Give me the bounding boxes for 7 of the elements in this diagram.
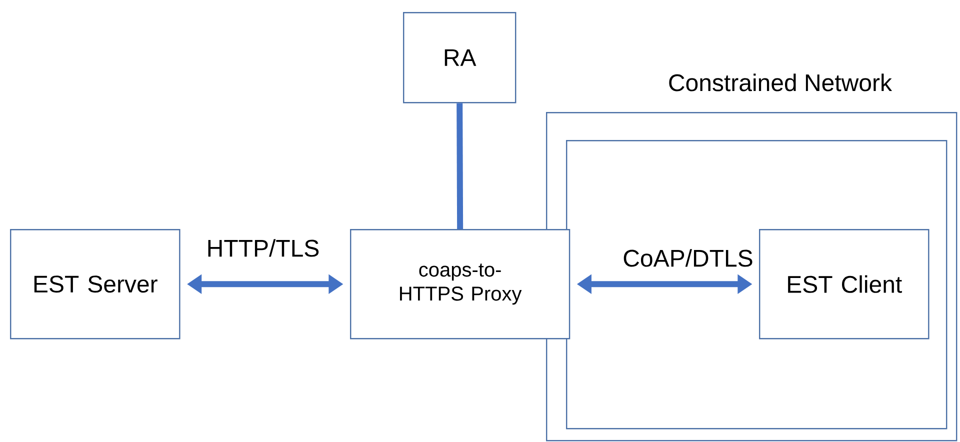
process-box: EST Server [10,229,180,340]
node-label: Constrained Network [669,74,892,92]
edge-label: HTTP/TLS [205,238,322,258]
process-box: RA [403,12,516,104]
proxy-box: coaps-to-HTTPS Proxy [350,229,570,340]
edge-label: CoAP/DTLS [621,248,755,268]
process-box: EST Client [759,229,930,340]
